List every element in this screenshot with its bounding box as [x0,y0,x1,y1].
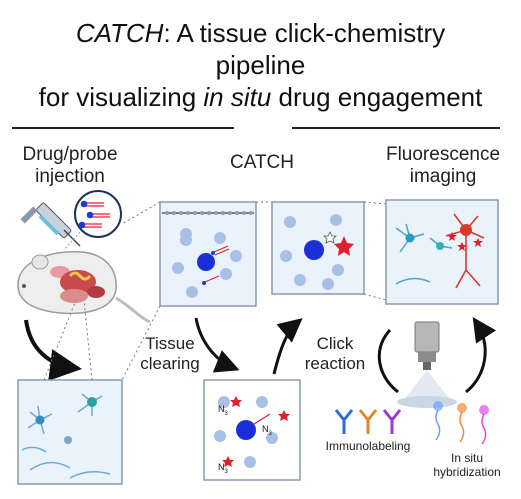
syringe-icon [20,202,81,247]
zoom-dot-e [363,293,387,301]
azide-label-3: N3 [218,462,228,475]
tissue-line2: clearing [140,353,200,373]
fluorescence-line2: imaging [409,165,477,187]
dotted-zoom-1 [43,299,77,381]
azide-1-sub: 3 [224,410,228,417]
tissue-line1: Tissue [145,334,195,353]
tissue-clearing-label: Tissue clearing [130,334,210,373]
catch-panel-probe-binding [159,201,257,307]
drug-probe-line2: injection [35,165,105,187]
click-line2: reaction [304,353,366,373]
dotted-zoom-2 [83,299,93,381]
ish-probe-icons [433,401,489,445]
zoom-dot-a [121,305,161,381]
antibody-icons [334,409,402,434]
zoom-dot-b [121,201,161,225]
catch-panel-click [271,201,365,295]
arrow-injection-to-tissue [24,319,82,381]
azide-label-1: N3 [218,404,228,417]
title-line-3: for visualizing in situ drug engagement [0,82,521,112]
title-line1-rest: : A tissue click-chemistry [163,18,446,48]
tissue-panel-before [17,379,123,485]
azide-2-n: N [262,424,269,434]
immunolabeling-label: Immunolabeling [325,439,411,453]
ish-line1: In situ [450,451,483,465]
microscope-icon [397,321,457,408]
fluorescence-line1: Fluorescence [385,144,501,165]
drug-probe-line1: Drug/probe [22,144,118,165]
probe-molecules-icon [63,190,122,251]
arrow-tissue-clearing [194,317,240,373]
ish-line2: hybridization [433,464,501,479]
arrow-click-reaction [272,318,303,375]
catch-section-label: CATCH [229,152,295,173]
title-in-situ-emphasis: in situ [203,82,272,112]
azide-2-sub: 3 [268,430,272,437]
title-line3-post: drug engagement [271,82,483,112]
azide-3-n: N [218,462,225,472]
drug-probe-injection-label: Drug/probe injection [10,144,130,188]
title-line-2: pipeline [215,50,306,80]
title-line3-pre: for visualizing [38,82,204,112]
title-catch-emphasis: CATCH [75,18,164,48]
fluorescence-imaging-label: Fluorescence imaging [368,144,518,188]
azide-3-sub: 3 [224,468,228,475]
click-reaction-label: Click reaction [290,334,380,373]
arrow-imaging-cycle [377,322,485,394]
tissue-panel-cleared [203,379,301,481]
in-situ-hybridization-label: In situ hybridization [422,451,512,480]
title-line-1: CATCH: A tissue click-chemistry [0,18,521,48]
fluorescence-panel [385,199,499,305]
click-line1: Click [316,334,354,353]
azide-1-n: N [218,404,225,414]
zoom-dot-d [363,201,387,205]
azide-label-2: N3 [262,424,272,437]
mouse-icon [17,251,151,324]
